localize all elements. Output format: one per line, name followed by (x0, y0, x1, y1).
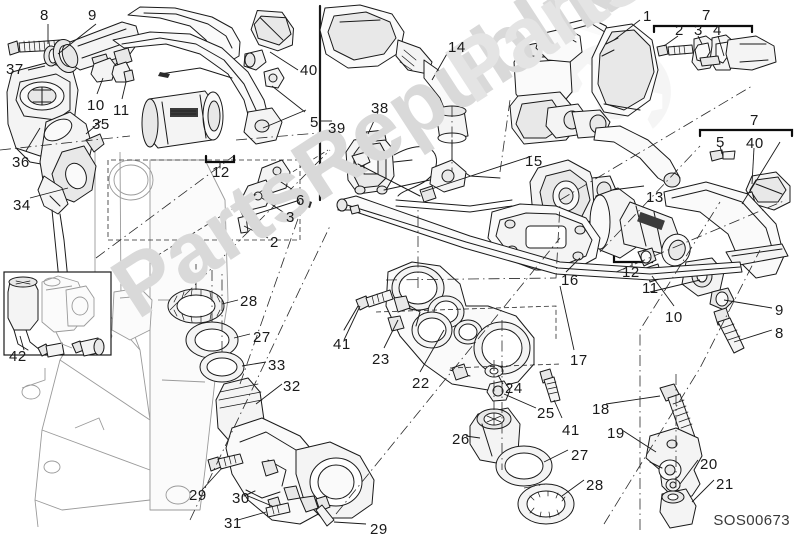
part-callout-6: 6 (296, 192, 305, 209)
inset-box-42 (3, 271, 112, 358)
part-callout-5: 5 (310, 114, 319, 131)
part-20-21-damper-nut-spacer (659, 478, 697, 529)
part-12-left-grip (141, 90, 224, 149)
part-callout-25: 25 (537, 405, 555, 422)
part-callout-8: 8 (775, 325, 784, 342)
part-callout-7: 7 (702, 7, 711, 24)
part-callout-3: 3 (286, 209, 295, 226)
part-callout-9: 9 (775, 302, 784, 319)
part-callout-10: 10 (87, 97, 105, 114)
part-callout-37: 37 (6, 61, 24, 78)
part-callout-35: 35 (92, 116, 110, 133)
part-callout-38: 38 (371, 100, 389, 117)
part-callout-8: 8 (40, 7, 49, 24)
part-callout-2: 2 (270, 234, 279, 251)
part-callout-7: 7 (750, 112, 759, 129)
part-callout-34: 34 (13, 197, 31, 214)
part-callout-23: 23 (372, 351, 390, 368)
part-callout-21: 21 (716, 476, 734, 493)
part-callout-30: 30 (232, 490, 250, 507)
part-12-right-grip-throttle (589, 187, 691, 267)
part-22-lower-triple-clamp (385, 261, 535, 391)
part-40-left-indicator (243, 10, 294, 71)
right-bracket-assembly (637, 181, 789, 354)
part-callout-16: 16 (561, 272, 579, 289)
part-34-clutch-master-cylinder (37, 111, 105, 291)
part-callout-9: 9 (88, 7, 97, 24)
part-callout-4: 4 (713, 22, 722, 39)
part-callout-29: 29 (189, 487, 207, 504)
part-callout-29: 29 (370, 521, 388, 538)
part-callout-40: 40 (300, 62, 318, 79)
part-14-right-mirror (319, 4, 469, 144)
part-2-3-4-mirror-bracket (656, 34, 777, 71)
brace-7-upper (652, 24, 754, 34)
part-callout-12: 12 (212, 164, 230, 181)
brace-12-left (204, 154, 236, 169)
part-6-3-2-bar-end-parts (237, 159, 291, 234)
part-callout-10: 10 (665, 309, 683, 326)
ghost-fork-seat (107, 159, 301, 241)
part-callout-1: 1 (643, 8, 652, 25)
part-27-seal-lower (495, 445, 553, 487)
part-callout-15: 15 (525, 153, 543, 170)
part-41-bolt-center (539, 368, 561, 403)
part-callout-18: 18 (592, 401, 610, 418)
part-callout-26: 26 (452, 431, 470, 448)
part-29-30-31-pinch-bolts (207, 453, 335, 527)
part-callout-42: 42 (9, 348, 27, 365)
part-callout-11: 11 (642, 280, 659, 297)
part-callout-28: 28 (586, 477, 604, 494)
drawing-code: SOS00673 (713, 512, 790, 529)
part-19-damper-bracket (645, 427, 703, 499)
part-callout-40: 40 (746, 135, 764, 152)
part-callout-39: 39 (328, 120, 346, 137)
part-callout-14: 14 (448, 39, 466, 56)
brace-7-lower (698, 128, 794, 138)
part-callout-5: 5 (716, 134, 725, 151)
assembly-centerlines (0, 85, 787, 530)
part-callout-41: 41 (333, 336, 351, 353)
part-callout-27: 27 (253, 329, 271, 346)
part-callout-2: 2 (675, 22, 684, 39)
part-28-bearing-upper (167, 288, 225, 324)
part-callout-12: 12 (622, 264, 640, 281)
leader-lines (19, 19, 781, 525)
part-callout-33: 33 (268, 357, 286, 374)
part-10-11-caps (90, 57, 135, 83)
part-callout-20: 20 (700, 456, 718, 473)
part-callout-31: 31 (224, 515, 242, 532)
part-33-ring-left (199, 351, 245, 383)
part-callout-28: 28 (240, 293, 258, 310)
part-callout-24: 24 (505, 380, 523, 397)
part-callout-27: 27 (571, 447, 589, 464)
part-callout-19: 19 (607, 425, 625, 442)
part-callout-22: 22 (412, 375, 430, 392)
part-callout-3: 3 (694, 22, 703, 39)
part-callout-36: 36 (12, 154, 30, 171)
part-5-screw-right (709, 149, 736, 162)
part-38-left-switch-block (249, 129, 513, 217)
part-callout-41: 41 (562, 422, 580, 439)
part-callout-17: 17 (570, 352, 588, 369)
part-callout-32: 32 (283, 378, 301, 395)
part-callout-11: 11 (113, 102, 130, 119)
part-28-bearing-lower (517, 483, 575, 525)
left-lever-perch (112, 31, 285, 145)
part-1-right-mirror (535, 17, 659, 117)
part-callout-13: 13 (646, 189, 664, 206)
